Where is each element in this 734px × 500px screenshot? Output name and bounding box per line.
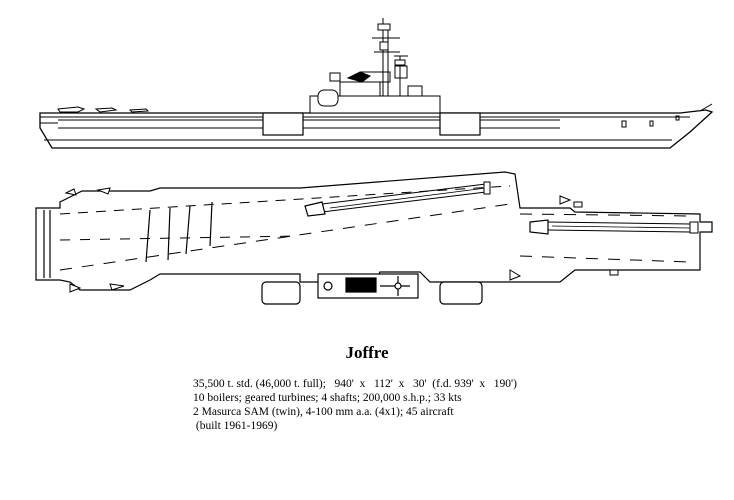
arresting-wire xyxy=(209,201,213,247)
ship-name: Joffre xyxy=(345,343,389,362)
side-profile-view xyxy=(39,18,714,149)
spec-line-displacement: 35,500 t. std. (46,000 t. full); 940' x … xyxy=(193,378,517,390)
flight-deck-plan-view xyxy=(35,171,713,305)
aircraft-side xyxy=(57,106,86,113)
side-elevator-aft xyxy=(262,112,304,136)
island-plan xyxy=(317,273,419,299)
arresting-wire xyxy=(167,207,171,261)
ship-drawing xyxy=(35,18,714,305)
catapult-bow xyxy=(529,219,699,235)
angled-deck-line xyxy=(59,185,511,215)
spec-line-built: (built 1961-1969) xyxy=(193,420,278,432)
spec-line-armament: 2 Masurca SAM (twin), 4-100 mm a.a. (4x1… xyxy=(193,406,454,418)
deck-elevator xyxy=(439,281,483,305)
arresting-wire xyxy=(145,209,151,263)
side-elevator-fwd xyxy=(439,112,481,136)
ship-specifications: 35,500 t. std. (46,000 t. full); 940' x … xyxy=(193,377,713,433)
island-superstructure xyxy=(309,18,441,114)
arresting-wire xyxy=(185,205,191,255)
spec-line-machinery: 10 boilers; geared turbines; 4 shafts; 2… xyxy=(193,392,462,404)
catapult-angled xyxy=(304,181,491,217)
deck-elevator xyxy=(261,281,301,305)
hull-outline xyxy=(39,109,714,149)
deck-outline xyxy=(35,171,713,291)
